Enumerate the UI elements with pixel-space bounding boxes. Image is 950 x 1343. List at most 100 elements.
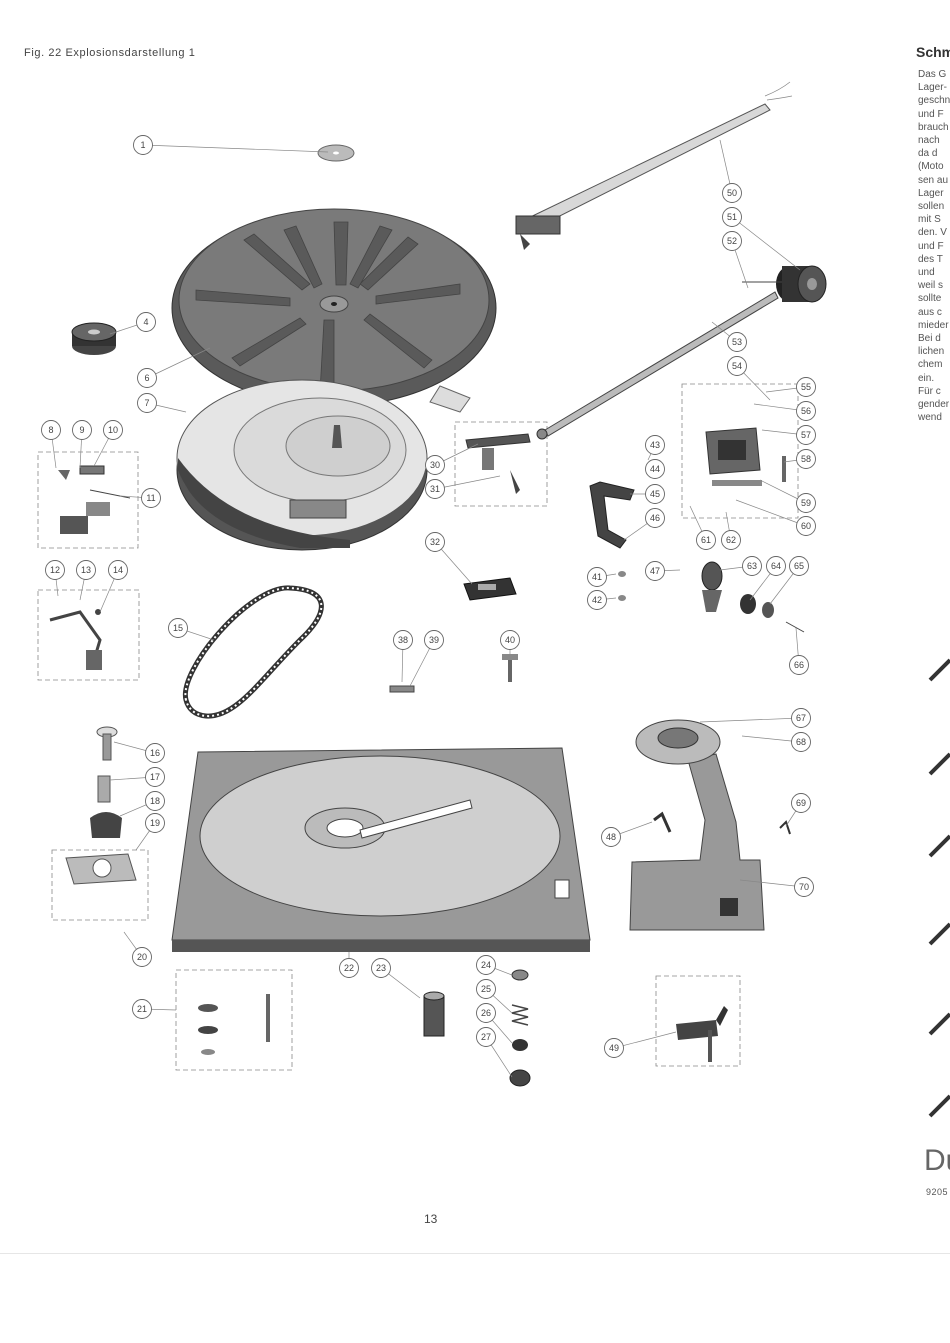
callout-circle <box>339 958 359 978</box>
callout-number: 14 <box>113 565 123 575</box>
callout-circle <box>696 530 716 550</box>
part-group-damping <box>198 994 270 1055</box>
callout-39: 39 <box>424 630 444 650</box>
callout-circle <box>476 1003 496 1023</box>
callout-circle <box>424 630 444 650</box>
callout-number: 22 <box>344 963 354 973</box>
callout-circle <box>742 556 762 576</box>
part-tonearm-upper <box>515 81 793 250</box>
callout-17: 17 <box>145 767 165 787</box>
next-page-line: Für c <box>918 385 941 397</box>
leader-line-1 <box>142 144 329 153</box>
callout-number: 62 <box>726 535 736 545</box>
callout-circle <box>796 377 816 397</box>
callout-circle <box>645 435 665 455</box>
group-boxes <box>37 383 799 1071</box>
next-page-line: mit S <box>918 214 941 226</box>
callout-number: 57 <box>801 430 811 440</box>
callout-56: 56 <box>796 401 816 421</box>
callout-number: 31 <box>430 484 440 494</box>
callout-circle <box>727 332 747 352</box>
callout-66: 66 <box>789 655 809 675</box>
callout-number: 67 <box>796 713 806 723</box>
callout-circle <box>145 813 165 833</box>
leader-line-67 <box>699 717 802 723</box>
part-cartridge-slide <box>463 577 517 601</box>
callout-circle <box>722 183 742 203</box>
callout-number: 51 <box>727 212 737 222</box>
next-page-line: Das G <box>918 69 947 80</box>
callout-number: 13 <box>81 565 91 575</box>
callout-circle <box>393 630 413 650</box>
callout-59: 59 <box>796 493 816 513</box>
callout-circle <box>425 532 445 552</box>
part-headshell <box>465 433 531 494</box>
callout-number: 65 <box>794 561 804 571</box>
callout-number: 24 <box>481 960 491 970</box>
callout-circle <box>72 420 92 440</box>
callout-number: 38 <box>398 635 408 645</box>
callout-46: 46 <box>645 508 665 528</box>
callout-number: 19 <box>150 818 160 828</box>
callout-62: 62 <box>721 530 741 550</box>
next-page-code: 9205 <box>926 1187 949 1197</box>
callout-number: 44 <box>650 464 660 474</box>
callout-7: 7 <box>137 393 157 413</box>
callout-number: 60 <box>801 521 811 531</box>
callout-number: 42 <box>592 595 602 605</box>
callout-circle <box>476 979 496 999</box>
callout-number: 69 <box>796 798 806 808</box>
part-lever <box>676 1006 728 1062</box>
callout-60: 60 <box>796 516 816 536</box>
callout-31: 31 <box>425 479 445 499</box>
callout-number: 23 <box>376 963 386 973</box>
callout-number: 32 <box>430 537 440 547</box>
callout-number: 4 <box>143 317 148 327</box>
callout-26: 26 <box>476 1003 496 1023</box>
callout-6: 6 <box>137 368 157 388</box>
part-group-linkage <box>49 609 102 670</box>
callout-12: 12 <box>45 560 65 580</box>
callout-circle <box>133 135 153 155</box>
callout-number: 56 <box>801 406 811 416</box>
callout-40: 40 <box>500 630 520 650</box>
bottom-divider <box>0 1253 950 1254</box>
callout-number: 50 <box>727 188 737 198</box>
callout-55: 55 <box>796 377 816 397</box>
callout-4: 4 <box>136 312 156 332</box>
callout-11: 11 <box>141 488 161 508</box>
callout-number: 25 <box>481 984 491 994</box>
callout-circle <box>137 393 157 413</box>
next-page-trim-marks <box>928 658 950 1118</box>
callout-number: 9 <box>79 425 84 435</box>
callout-number: 30 <box>430 460 440 470</box>
callout-number: 10 <box>108 425 118 435</box>
next-page-line: sollen <box>918 201 945 213</box>
callout-10: 10 <box>103 420 123 440</box>
page-number: 13 <box>424 1212 438 1226</box>
callout-circle <box>796 401 816 421</box>
callout-16: 16 <box>145 743 165 763</box>
callout-38: 38 <box>393 630 413 650</box>
callout-circle <box>500 630 520 650</box>
callout-41: 41 <box>587 567 607 587</box>
next-page-line: mieder <box>918 319 949 331</box>
callout-circle <box>587 567 607 587</box>
callout-circle <box>601 827 621 847</box>
next-page-line: den. V <box>918 227 947 239</box>
callout-number: 63 <box>747 561 757 571</box>
callout-circle <box>76 560 96 580</box>
callout-circle <box>645 484 665 504</box>
callout-47: 47 <box>645 561 665 581</box>
callout-circle <box>794 877 814 897</box>
part-tonearm-bearing <box>705 427 786 486</box>
callout-number: 26 <box>481 1008 491 1018</box>
callout-number: 45 <box>650 489 660 499</box>
callout-18: 18 <box>145 791 165 811</box>
callout-circle <box>791 732 811 752</box>
callout-circle <box>796 516 816 536</box>
callout-circle <box>145 767 165 787</box>
callout-number: 48 <box>606 832 616 842</box>
callout-number: 16 <box>150 748 160 758</box>
